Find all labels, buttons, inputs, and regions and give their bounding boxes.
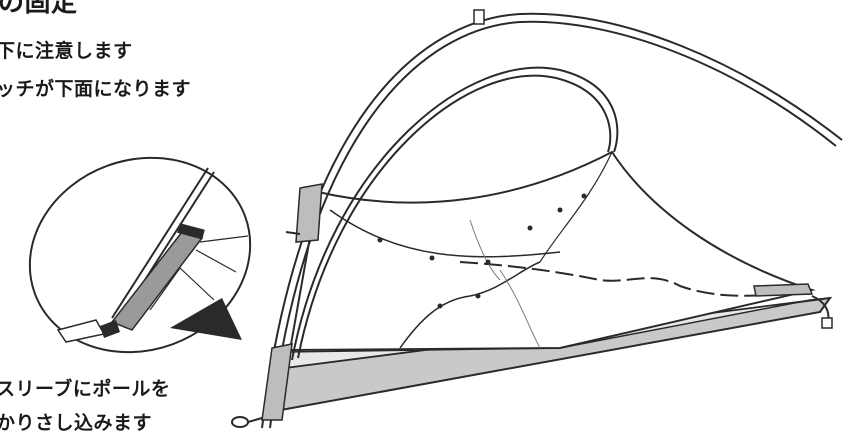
stake-ring — [231, 416, 263, 428]
pointer-wedge — [170, 298, 242, 340]
note-line-2: ッチが下面になります — [0, 78, 192, 100]
sleeve-upper — [295, 183, 323, 243]
section-title: の固定 — [0, 0, 78, 18]
sleeve-lower — [261, 343, 293, 421]
magnified-detail-circle — [28, 156, 252, 354]
pole-connector — [473, 9, 485, 25]
pole-tip — [177, 223, 205, 240]
sleeve-right — [753, 283, 814, 297]
sleeve-note-line-1: スリーブにポールを — [0, 378, 171, 400]
note-line-1: 下に注意します — [0, 40, 133, 62]
corner-buckle — [821, 317, 833, 329]
sleeve-note-line-2: かりさし込みます — [0, 412, 153, 434]
